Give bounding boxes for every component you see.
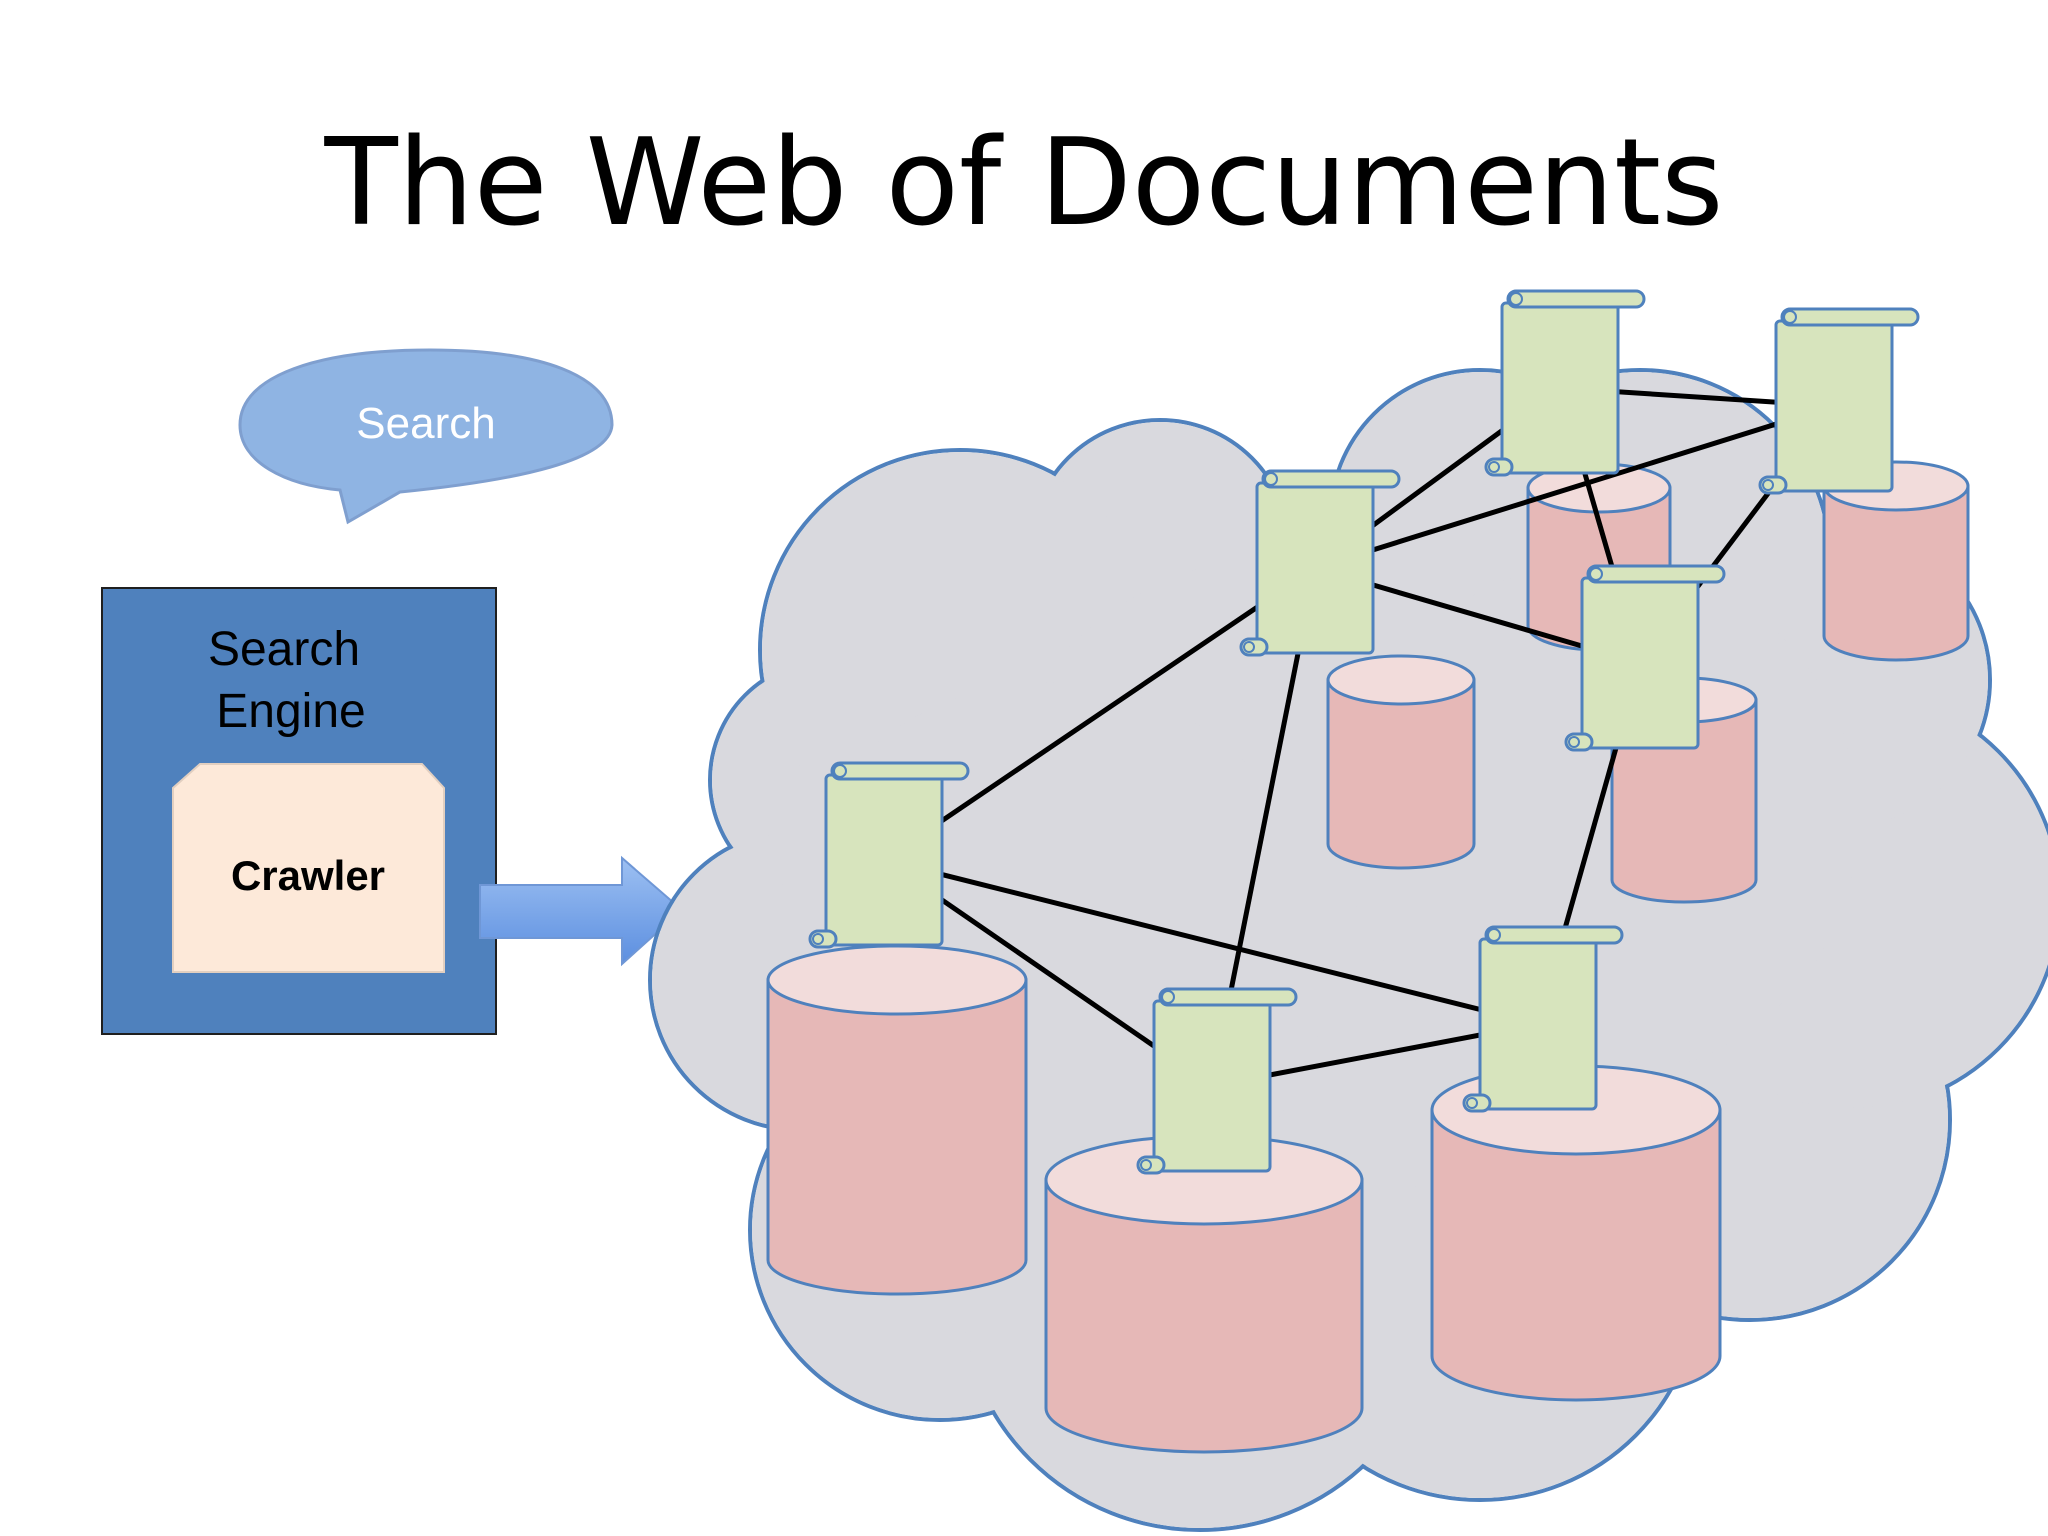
document-3 <box>1239 469 1401 657</box>
document-body <box>824 773 944 947</box>
database-body <box>1044 1178 1364 1454</box>
document-top-curl <box>1783 310 1797 324</box>
database-3 <box>1326 654 1476 870</box>
document-bottom-curl <box>1762 479 1774 491</box>
crawler-label: Crawler <box>231 852 385 899</box>
document-top-curl <box>1589 567 1603 581</box>
link-0 <box>882 565 1317 863</box>
document-top-roll <box>1780 307 1920 327</box>
document-2 <box>1462 925 1624 1113</box>
slide-title: The Web of Documents <box>324 114 1724 253</box>
database-body <box>766 978 1028 1296</box>
database-body <box>1610 698 1758 904</box>
search-engine-label-line1: Search <box>208 623 360 676</box>
document-top-roll <box>1506 289 1646 309</box>
document-top-roll <box>1261 469 1401 489</box>
search-engine-box: Search Engine Crawler <box>101 587 497 1035</box>
crawler-shape <box>172 763 445 973</box>
document-4 <box>1564 564 1726 752</box>
document-1 <box>1136 987 1298 1175</box>
database-6 <box>1822 460 1970 662</box>
document-bottom-curl <box>812 933 824 945</box>
search-engine-label-line2: Engine <box>216 685 365 738</box>
document-body <box>1774 319 1894 493</box>
database-1 <box>1044 1134 1364 1454</box>
database-0 <box>766 944 1028 1296</box>
database-2 <box>1430 1064 1722 1402</box>
documents <box>808 289 1920 1175</box>
document-bottom-curl <box>1243 641 1255 653</box>
document-top-curl <box>1487 928 1501 942</box>
document-body <box>1255 481 1375 655</box>
document-body <box>1152 999 1272 1173</box>
database-body <box>1430 1108 1722 1402</box>
speech-bubble-shape <box>238 348 614 525</box>
link-5 <box>1314 403 1835 571</box>
document-top-roll <box>1484 925 1624 945</box>
speech-bubble: Search <box>238 348 614 525</box>
speech-bubble-label: Search <box>356 399 495 448</box>
link-2 <box>883 857 1539 1027</box>
crawl-arrow <box>479 855 684 967</box>
document-bottom-curl <box>1140 1159 1152 1171</box>
document-body <box>1500 301 1620 475</box>
document-top-roll <box>830 761 970 781</box>
database-top <box>766 944 1028 1016</box>
document-top-curl <box>1161 990 1175 1004</box>
database-body <box>1326 678 1476 870</box>
document-bottom-curl <box>1568 736 1580 748</box>
document-body <box>1478 937 1598 1111</box>
databases <box>766 460 1970 1454</box>
document-top-roll <box>1586 564 1726 584</box>
document-top-curl <box>833 764 847 778</box>
database-body <box>1822 484 1970 662</box>
document-0 <box>808 761 970 949</box>
document-bottom-curl <box>1466 1097 1478 1109</box>
database-top <box>1326 654 1476 706</box>
document-top-curl <box>1264 472 1278 486</box>
document-6 <box>1758 307 1920 495</box>
document-5 <box>1484 289 1646 477</box>
document-top-roll <box>1158 987 1298 1007</box>
document-bottom-curl <box>1488 461 1500 473</box>
document-body <box>1580 576 1700 750</box>
document-top-curl <box>1509 292 1523 306</box>
